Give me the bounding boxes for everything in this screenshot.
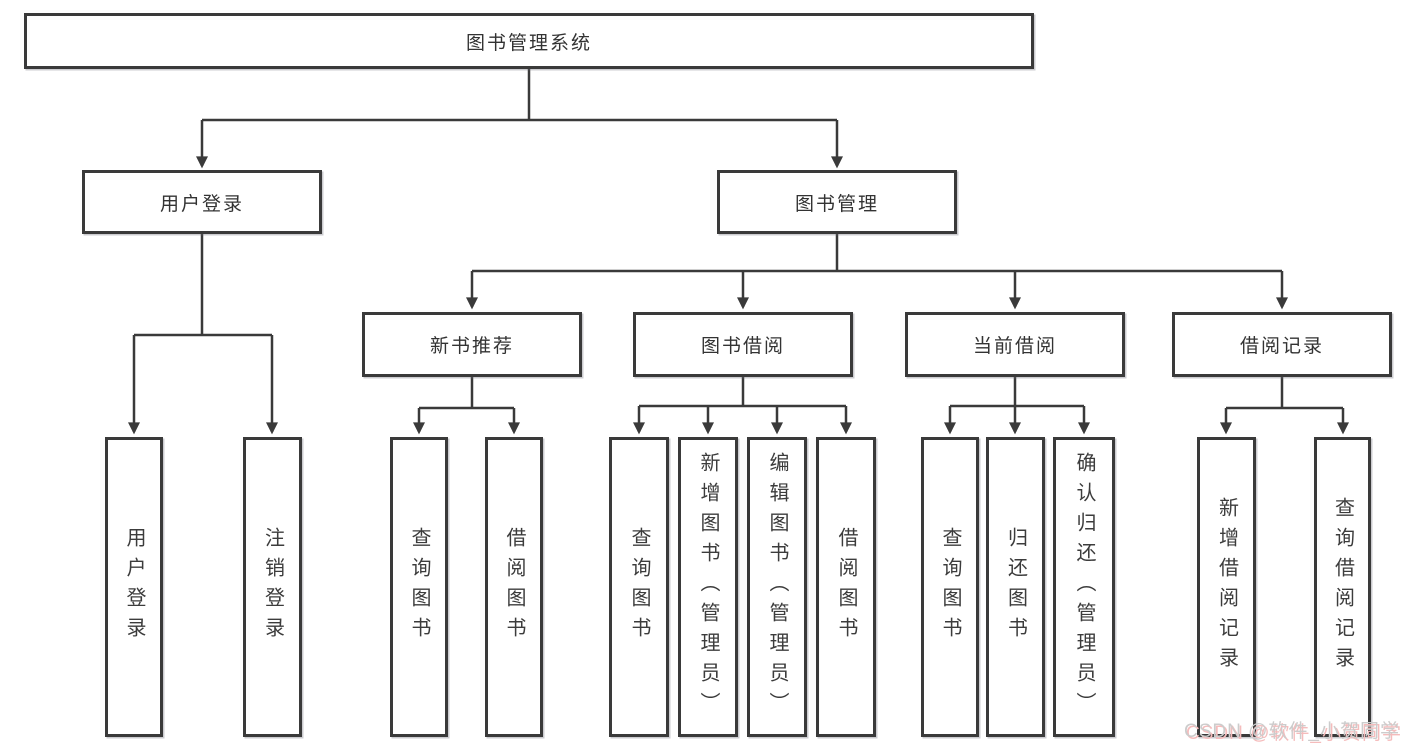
csdn-watermark: CSDN @软件_小贺同学	[1184, 721, 1400, 742]
leaf-logout-label: 注销登录	[261, 527, 284, 647]
connector-new-book-recommend-children	[413, 377, 520, 435]
leaf-query-books-borrow: 查询图书	[609, 437, 669, 737]
connector-borrow-records-children	[1220, 377, 1349, 435]
leaf-query-books-current-label: 查询图书	[939, 527, 961, 647]
leaf-borrow-books-recommend-label: 借阅图书	[503, 527, 525, 647]
node-borrow-records: 借阅记录	[1172, 312, 1392, 377]
node-borrow-records-label: 借阅记录	[1239, 336, 1324, 357]
leaf-confirm-return-admin: 确认归还（管理员）	[1053, 437, 1115, 737]
leaf-borrow-books-label: 借阅图书	[835, 527, 857, 647]
node-user-login: 用户登录	[82, 170, 322, 234]
leaf-return-book: 归还图书	[986, 437, 1045, 737]
leaf-query-books-recommend-label: 查询图书	[408, 527, 430, 647]
connector-user-login-children	[128, 233, 278, 435]
leaf-add-book-admin-label: 新增图书（管理员）	[697, 452, 719, 722]
leaf-borrow-books-recommend: 借阅图书	[485, 437, 543, 737]
connector-root-to-level2	[196, 69, 843, 169]
leaf-add-borrow-record-label: 新增借阅记录	[1215, 497, 1238, 677]
node-book-borrow-label: 图书借阅	[700, 336, 785, 357]
leaf-query-books-recommend: 查询图书	[390, 437, 448, 737]
leaf-return-book-label: 归还图书	[1004, 527, 1027, 647]
connector-book-management-children	[466, 234, 1288, 310]
leaf-query-books-borrow-label: 查询图书	[628, 527, 650, 647]
connector-book-borrow-children	[633, 377, 852, 435]
node-current-borrow-label: 当前借阅	[972, 336, 1057, 357]
leaf-borrow-books: 借阅图书	[816, 437, 876, 737]
node-book-management-label: 图书管理	[794, 193, 879, 215]
node-new-book-recommend-label: 新书推荐	[429, 336, 514, 357]
leaf-edit-book-admin-label: 编辑图书（管理员）	[766, 452, 788, 722]
node-book-management: 图书管理	[717, 170, 957, 234]
leaf-query-books-current: 查询图书	[921, 437, 979, 737]
connector-current-borrow-children	[944, 377, 1090, 435]
leaf-edit-book-admin: 编辑图书（管理员）	[747, 437, 807, 737]
node-library-system-label: 图书管理系统	[465, 32, 592, 54]
leaf-add-borrow-record: 新增借阅记录	[1197, 437, 1256, 737]
node-new-book-recommend: 新书推荐	[362, 312, 582, 377]
node-book-borrow: 图书借阅	[633, 312, 853, 377]
node-library-system: 图书管理系统	[24, 13, 1034, 69]
leaf-query-borrow-record: 查询借阅记录	[1314, 437, 1371, 737]
leaf-query-borrow-record-label: 查询借阅记录	[1331, 497, 1354, 677]
leaf-add-book-admin: 新增图书（管理员）	[678, 437, 738, 737]
node-current-borrow: 当前借阅	[905, 312, 1125, 377]
leaf-user-login-label: 用户登录	[123, 527, 145, 647]
node-user-login-label: 用户登录	[159, 193, 244, 215]
leaf-user-login: 用户登录	[105, 437, 163, 737]
leaf-logout: 注销登录	[243, 437, 302, 737]
leaf-confirm-return-admin-label: 确认归还（管理员）	[1073, 452, 1095, 722]
